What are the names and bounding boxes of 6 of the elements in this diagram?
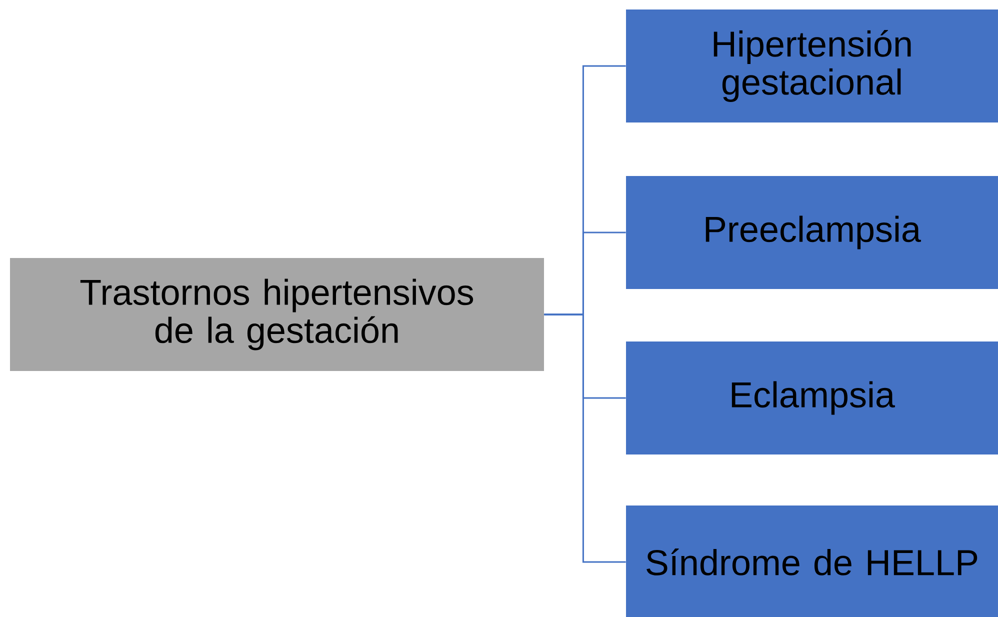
subtype-box: Síndrome de HELLP xyxy=(626,505,998,617)
connector-line xyxy=(544,314,626,563)
subtype-box: Hipertensión gestacional xyxy=(626,10,998,122)
subtype-box: Preeclampsia xyxy=(626,176,998,289)
subtype-box: Eclampsia xyxy=(626,341,998,454)
category-box: Trastornos hipertensivos de la gestación xyxy=(10,258,544,371)
